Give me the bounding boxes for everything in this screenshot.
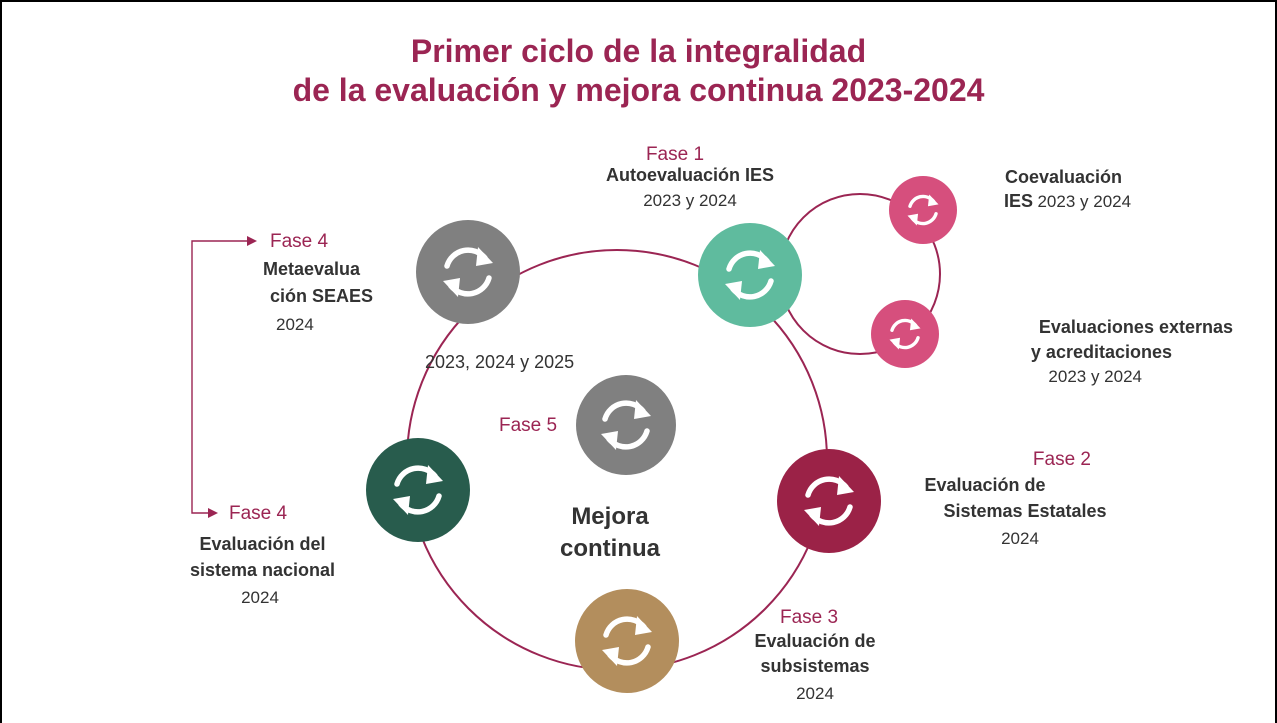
mejora-line-1: Mejora bbox=[571, 503, 649, 530]
fase3-circle bbox=[575, 589, 679, 693]
coevaluacion-circle bbox=[889, 176, 957, 244]
fase4-connector-line bbox=[191, 240, 247, 514]
externas-line-2: y acreditaciones bbox=[1030, 342, 1172, 362]
fase4-nacional-circle bbox=[366, 438, 470, 542]
fase2-node bbox=[777, 449, 881, 553]
externas-line-1: Evaluaciones externas bbox=[1038, 317, 1233, 337]
fase5-circle bbox=[576, 375, 676, 475]
fase3-line-1: Evaluación de bbox=[754, 631, 876, 651]
fase5-years: 2023, 2024 y 2025 bbox=[425, 352, 575, 372]
fase1-circle bbox=[698, 223, 802, 327]
fase5-node bbox=[576, 375, 676, 475]
mejora-line-2: continua bbox=[560, 535, 660, 562]
externas-circle bbox=[871, 300, 939, 368]
title-line-1: Primer ciclo de la integralidad bbox=[410, 33, 867, 69]
fase4-meta-circle bbox=[416, 220, 520, 324]
title-line-2: de la evaluación y mejora continua 2023-… bbox=[292, 72, 985, 108]
fase1-name: Autoevaluación IES bbox=[605, 165, 775, 185]
fase3-label: Fase 3 bbox=[780, 607, 839, 628]
fase4-nacional-line-1: Evaluación del bbox=[199, 534, 326, 554]
fase2-line-1: Evaluación de bbox=[924, 475, 1046, 495]
fase1-label: Fase 1 bbox=[645, 144, 705, 165]
coevaluacion-years: 2023 y 2024 bbox=[1037, 192, 1132, 211]
fase4-nacional-line-2: sistema nacional bbox=[189, 560, 336, 580]
fase4-nacional-years: 2024 bbox=[241, 588, 279, 607]
coevaluacion-name-2: IES bbox=[1004, 191, 1034, 211]
triangle-arrow-icon bbox=[247, 236, 257, 246]
fase2-circle bbox=[777, 449, 881, 553]
externas-node bbox=[871, 300, 939, 368]
fase4-meta-label: Fase 4 bbox=[270, 231, 329, 252]
fase3-node bbox=[575, 589, 679, 693]
fase5-label: Fase 5 bbox=[499, 415, 558, 436]
coevaluacion-name: Coevaluación bbox=[1005, 167, 1123, 187]
fase4-meta-node bbox=[416, 220, 520, 324]
externas-years: 2023 y 2024 bbox=[1048, 367, 1142, 386]
fase4-meta-line-2: ción SEAES bbox=[270, 286, 374, 306]
fase4-nacional-node bbox=[366, 438, 470, 542]
triangle-arrow-icon bbox=[208, 508, 218, 518]
fase3-years: 2024 bbox=[796, 684, 834, 703]
fase2-line-2: Sistemas Estatales bbox=[943, 501, 1107, 521]
fase1-years: 2023 y 2024 bbox=[643, 191, 737, 210]
fase4-meta-line-1: Metaevalua bbox=[263, 259, 361, 279]
fase2-years: 2024 bbox=[1001, 529, 1039, 548]
fase2-label: Fase 2 bbox=[1032, 449, 1091, 470]
coevaluacion-line-2: IES 2023 y 2024 bbox=[1004, 192, 1131, 211]
coevaluacion-node bbox=[889, 176, 957, 244]
fase1-node bbox=[698, 223, 802, 327]
fase3-line-2: subsistemas bbox=[760, 656, 870, 676]
fase4-nacional-label: Fase 4 bbox=[229, 503, 288, 524]
fase4-meta-years: 2024 bbox=[276, 315, 314, 334]
